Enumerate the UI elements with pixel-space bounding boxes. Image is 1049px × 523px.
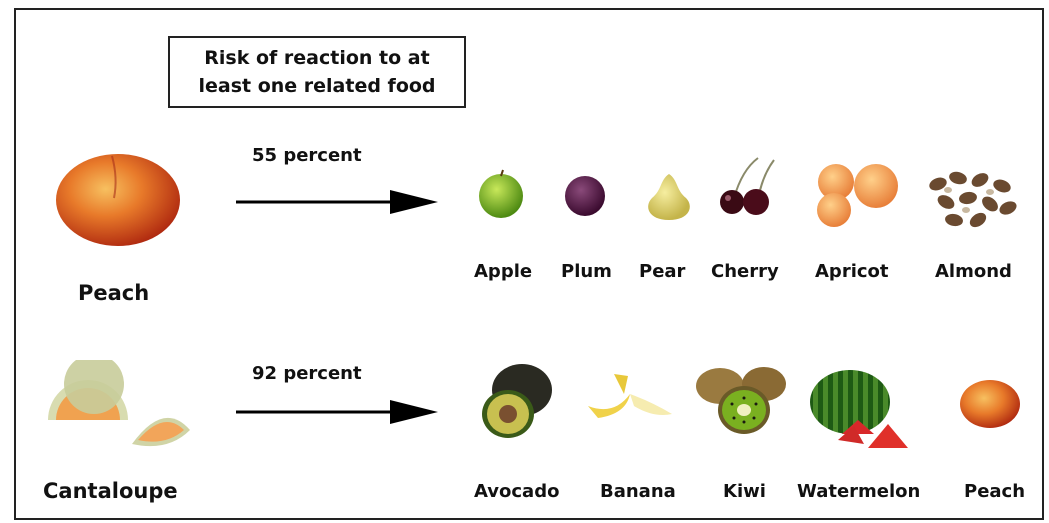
legend-line-1: Risk of reaction to at xyxy=(198,44,435,72)
arrow-row2 xyxy=(236,398,440,426)
related-label-peach: Peach xyxy=(964,481,1025,502)
banana-image xyxy=(584,366,676,424)
related-label-almond: Almond xyxy=(935,261,1012,282)
watermelon-image xyxy=(808,368,920,458)
plum-image xyxy=(563,172,607,218)
apple-image xyxy=(475,168,527,220)
related-label-plum: Plum xyxy=(561,261,612,282)
avocado-image xyxy=(478,360,556,442)
pear-image xyxy=(640,170,698,224)
related-label-kiwi: Kiwi xyxy=(723,481,766,502)
peach-image xyxy=(52,148,184,248)
legend-box: Risk of reaction to at least one related… xyxy=(168,36,466,108)
main-food-label-cantaloupe: Cantaloupe xyxy=(43,479,178,503)
percent-label-row1: 55 percent xyxy=(252,145,362,166)
almond-image xyxy=(924,164,1020,234)
kiwi-image xyxy=(690,362,790,440)
apricot-image xyxy=(812,160,902,228)
arrow-row1 xyxy=(236,188,440,216)
related-label-avocado: Avocado xyxy=(474,481,559,502)
related-label-pear: Pear xyxy=(639,261,685,282)
cantaloupe-image xyxy=(44,360,194,452)
related-label-apricot: Apricot xyxy=(815,261,889,282)
related-label-apple: Apple xyxy=(474,261,532,282)
legend-line-2: least one related food xyxy=(198,72,435,100)
related-label-watermelon: Watermelon xyxy=(797,481,920,502)
related-label-cherry: Cherry xyxy=(711,261,779,282)
cherry-image xyxy=(712,156,776,216)
main-food-label-peach: Peach xyxy=(78,281,149,305)
peach-small-image xyxy=(958,378,1022,430)
percent-label-row2: 92 percent xyxy=(252,363,362,384)
related-label-banana: Banana xyxy=(600,481,676,502)
